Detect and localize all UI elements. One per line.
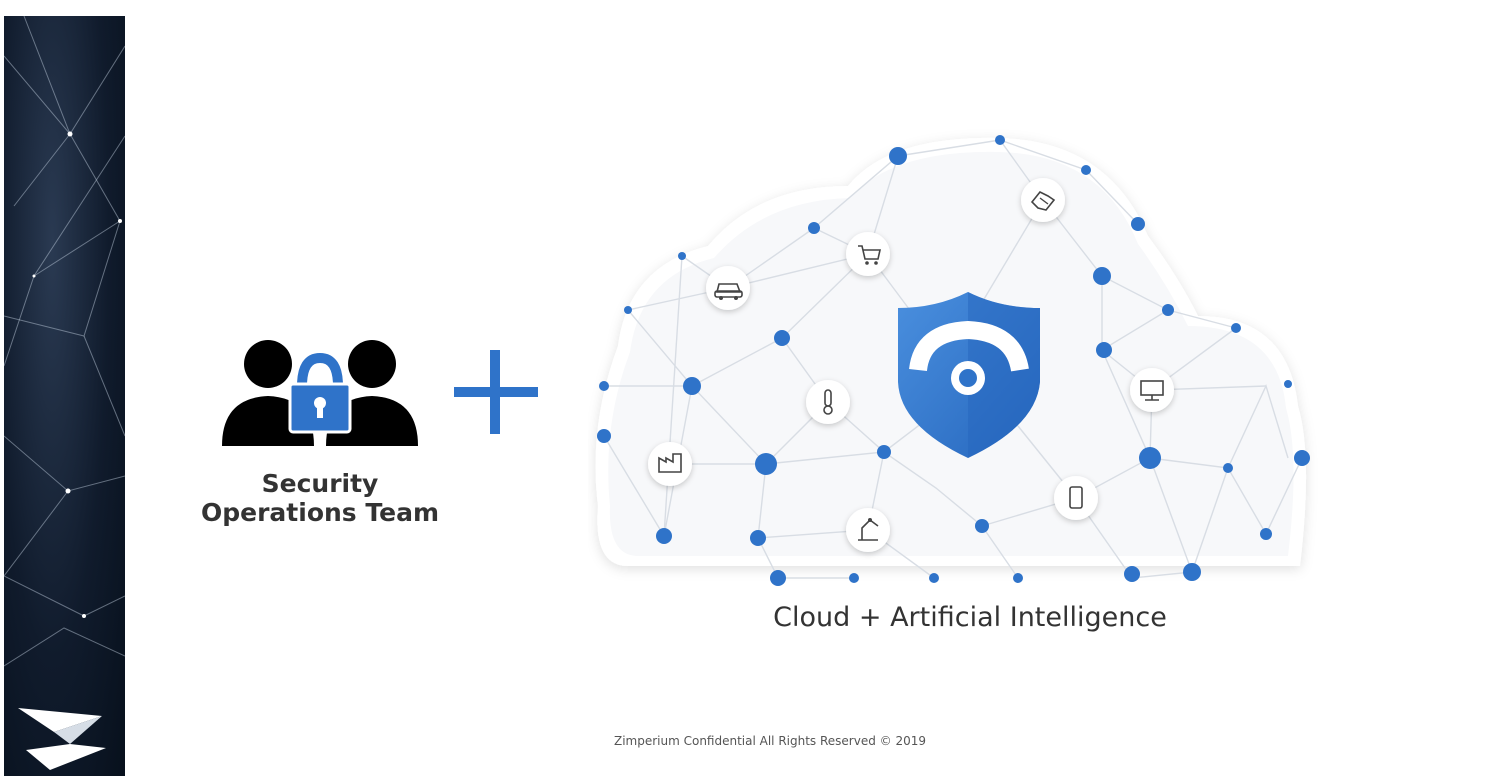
team-lock-icon: [222, 338, 422, 452]
plus-icon: [454, 350, 538, 438]
factory-icon: [648, 442, 692, 486]
monitor-icon: [1130, 368, 1174, 412]
team-label-line1: Security: [261, 469, 379, 498]
cloud-network-graphic: [595, 135, 1310, 586]
footer-confidential-text: Zimperium Confidential All Rights Reserv…: [613, 734, 927, 748]
robot-arm-icon: [846, 508, 890, 552]
shield-icon: [898, 292, 1040, 458]
cart-icon: [846, 232, 890, 276]
team-label: Security Operations Team: [190, 469, 450, 527]
handshake-icon: [1021, 178, 1065, 222]
car-icon: [706, 266, 750, 310]
thermometer-icon: [806, 380, 850, 424]
cloud-ai-label: Cloud + Artificial Intelligence: [773, 602, 1167, 633]
team-label-line2: Operations Team: [201, 498, 439, 527]
sidebar-network-graphic: [4, 16, 125, 776]
phone-icon: [1054, 476, 1098, 520]
